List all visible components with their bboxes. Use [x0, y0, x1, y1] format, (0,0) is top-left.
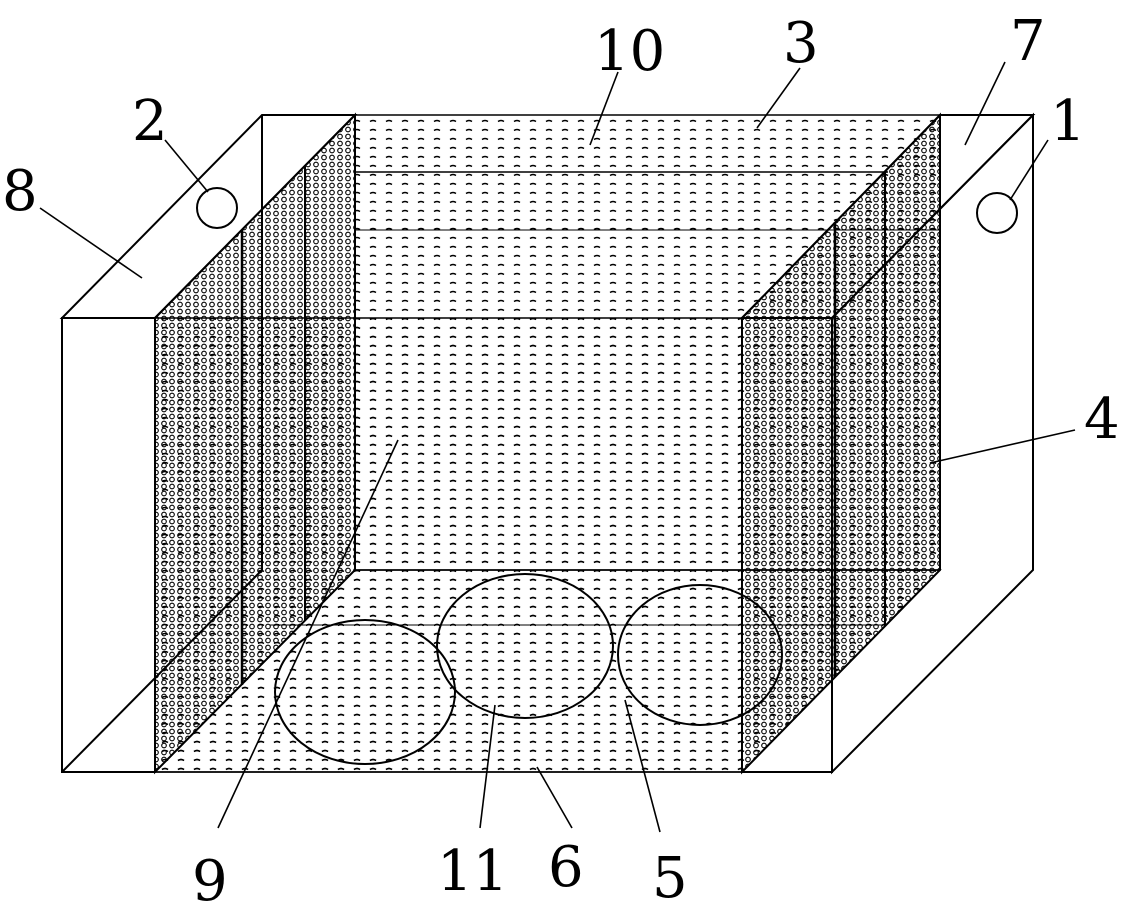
leader-line-6: [536, 766, 573, 829]
left-perforated-wall: [154, 112, 356, 775]
sample-circle-middle: [436, 573, 614, 719]
label-11: 11: [437, 839, 508, 904]
left-port-hole: [196, 187, 238, 229]
leader-line-1: [1009, 139, 1049, 201]
sample-circle-right: [617, 584, 783, 726]
right-port-hole: [976, 192, 1018, 234]
sample-circle-left: [274, 619, 456, 765]
label-9: 9: [192, 849, 228, 912]
leader-lines: [39, 61, 1076, 833]
right-perforated-wall: [741, 112, 941, 775]
label-4: 4: [1084, 387, 1120, 452]
reference-labels: 1 2 3 4 5 6 7 8 9 10 11: [2, 9, 1120, 912]
leader-line-3: [756, 67, 801, 129]
label-7: 7: [1010, 9, 1046, 74]
leader-line-4: [929, 429, 1076, 464]
label-6: 6: [548, 835, 584, 900]
label-10: 10: [594, 19, 665, 84]
label-3: 3: [783, 11, 819, 76]
leader-line-8: [39, 207, 143, 279]
sample-circles: [274, 573, 783, 765]
leader-line-2: [164, 139, 209, 193]
label-8: 8: [2, 159, 38, 224]
leader-line-7: [964, 61, 1006, 146]
label-2: 2: [132, 89, 168, 154]
left-block-front-face: [61, 317, 156, 773]
leader-line-11: [479, 704, 496, 829]
label-1: 1: [1050, 89, 1086, 154]
label-5: 5: [652, 846, 688, 911]
leader-line-9: [217, 439, 399, 829]
leader-line-5: [624, 699, 661, 833]
leader-line-10: [589, 71, 619, 146]
right-wall-face: [741, 112, 941, 775]
